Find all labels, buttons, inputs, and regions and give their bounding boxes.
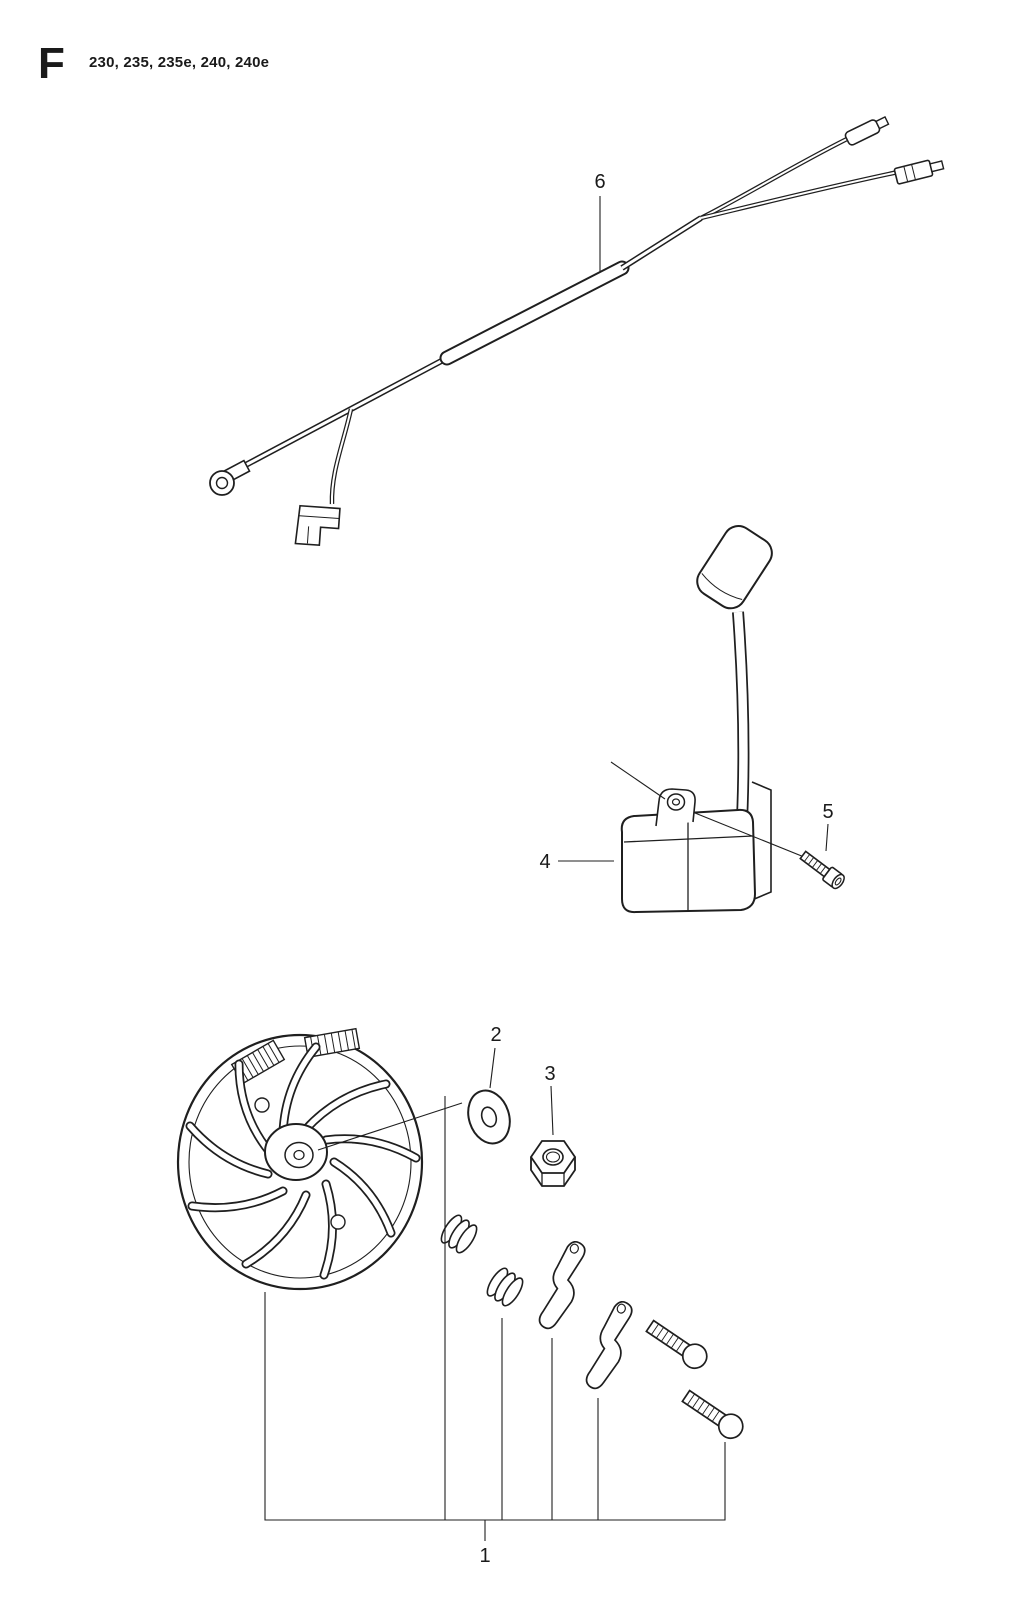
coil-spring-1 <box>440 1214 478 1254</box>
pawl-pin-1 <box>645 1319 708 1370</box>
ignition-module <box>610 525 815 914</box>
callout-3: 3 <box>544 1063 556 1136</box>
starter-pawl-1 <box>538 1240 586 1330</box>
section-letter: F <box>38 39 65 88</box>
washer <box>467 1089 511 1145</box>
flywheel-fins <box>185 1042 421 1280</box>
model-list: 230, 235, 235e, 240, 240e <box>89 54 270 71</box>
coil-mounting-lug <box>655 788 696 827</box>
boot-connector <box>844 116 890 146</box>
ring-terminal <box>209 459 251 496</box>
coil-side-plate <box>751 781 772 901</box>
spark-plug-boot <box>696 525 773 610</box>
callout-2-label: 2 <box>490 1024 501 1046</box>
callout-5: 5 <box>822 801 834 852</box>
flywheel-hub <box>264 1123 328 1181</box>
callout-4-label: 4 <box>539 851 550 873</box>
callout-6-label: 6 <box>594 171 605 193</box>
flywheel-nut <box>529 1140 577 1187</box>
callout-1: 1 <box>264 1096 726 1567</box>
wiring-harness <box>209 116 945 547</box>
pawl-pin-2 <box>681 1389 744 1440</box>
spade-connector <box>893 159 945 185</box>
callout-4: 4 <box>539 851 614 873</box>
stop-switch-terminal <box>294 504 341 547</box>
callout-3-label: 3 <box>544 1063 555 1085</box>
shaft-guide-line <box>317 1102 463 1151</box>
flywheel <box>176 1027 424 1291</box>
callout-1-label: 1 <box>479 1545 490 1567</box>
callout-6: 6 <box>594 171 606 272</box>
callout-5-label: 5 <box>822 801 833 823</box>
mounting-screw <box>799 850 845 890</box>
coil-spring-2 <box>486 1267 524 1307</box>
callout-2: 2 <box>489 1024 502 1089</box>
starter-pawl-2 <box>585 1300 633 1390</box>
